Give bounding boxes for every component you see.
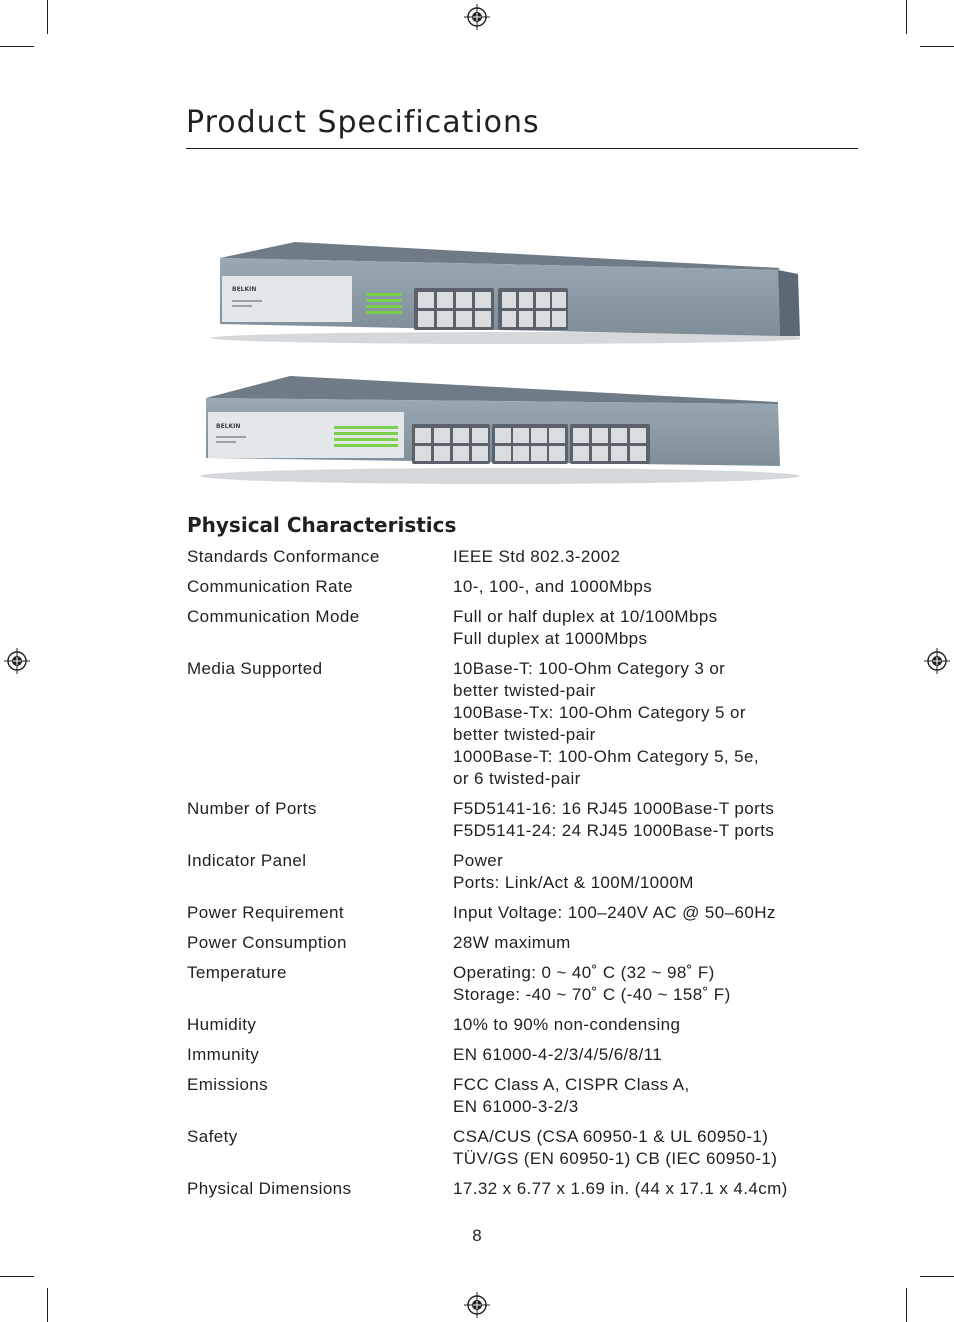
spec-value-line: Storage: -40 ~ 70˚ C (-40 ~ 158˚ F)	[453, 985, 731, 1004]
spec-value-line: better twisted-pair	[453, 725, 596, 744]
spec-value: 10Base-T: 100-Ohm Category 3 or better tw…	[453, 658, 867, 790]
spec-value: EN 61000-4-2/3/4/5/6/8/11	[453, 1044, 867, 1066]
spec-value: IEEE Std 802.3-2002	[453, 546, 867, 568]
product-photo: BELKIN BELKIN	[200, 242, 800, 484]
crop-mark	[0, 1276, 34, 1277]
spec-value-line: IEEE Std 802.3-2002	[453, 547, 621, 566]
spec-row: Power Consumption 28W maximum	[187, 932, 867, 954]
spec-value: Input Voltage: 100–240V AC @ 50–60Hz	[453, 902, 867, 924]
spec-value-line: TÜV/GS (EN 60950-1) CB (IEC 60950-1)	[453, 1149, 778, 1168]
spec-value-line: Full or half duplex at 10/100Mbps	[453, 607, 718, 626]
registration-mark-icon	[4, 648, 30, 674]
spec-value-line: 10Base-T: 100-Ohm Category 3 or	[453, 659, 726, 678]
crop-mark	[920, 46, 954, 47]
spec-row: Communication Rate 10-, 100-, and 1000Mbp…	[187, 576, 867, 598]
spec-value-line: Power	[453, 851, 504, 870]
spec-label: Physical Dimensions	[187, 1179, 352, 1198]
spec-row: Immunity EN 61000-4-2/3/4/5/6/8/11	[187, 1044, 867, 1066]
spec-row: Power Requirement Input Voltage: 100–240V…	[187, 902, 867, 924]
spec-label: Immunity	[187, 1045, 260, 1064]
spec-label: Communication Mode	[187, 607, 360, 626]
spec-label: Number of Ports	[187, 799, 317, 818]
spec-value-line: Ports: Link/Act & 100M/1000M	[453, 873, 694, 892]
switch-24-port: BELKIN	[200, 376, 800, 484]
spec-label: Safety	[187, 1127, 238, 1146]
spec-value-line: CSA/CUS (CSA 60950-1 & UL 60950-1)	[453, 1127, 769, 1146]
spec-value: 10-, 100-, and 1000Mbps	[453, 576, 867, 598]
spec-value: CSA/CUS (CSA 60950-1 & UL 60950-1) TÜV/GS…	[453, 1126, 867, 1170]
spec-value-line: Operating: 0 ~ 40˚ C (32 ~ 98˚ F)	[453, 963, 715, 982]
spec-value-line: 10-, 100-, and 1000Mbps	[453, 577, 653, 596]
spec-value-line: 100Base-Tx: 100-Ohm Category 5 or	[453, 703, 746, 722]
spec-label: Power Requirement	[187, 903, 345, 922]
spec-row: Humidity 10% to 90% non-condensing	[187, 1014, 867, 1036]
title-divider	[186, 148, 858, 149]
spec-value: FCC Class A, CISPR Class A, EN 61000-3-2/…	[453, 1074, 867, 1118]
spec-value-line: Input Voltage: 100–240V AC @ 50–60Hz	[453, 903, 776, 922]
spec-value-line: 17.32 x 6.77 x 1.69 in. (44 x 17.1 x 4.4…	[453, 1179, 788, 1198]
spec-value-line: 1000Base-T: 100-Ohm Category 5, 5e,	[453, 747, 759, 766]
spec-value-line: EN 61000-4-2/3/4/5/6/8/11	[453, 1045, 663, 1064]
spec-row: Emissions FCC Class A, CISPR Class A, EN 6…	[187, 1074, 867, 1118]
spec-value-line: better twisted-pair	[453, 681, 596, 700]
spec-value: Operating: 0 ~ 40˚ C (32 ~ 98˚ F) Storage…	[453, 962, 867, 1006]
spec-row: Communication Mode Full or half duplex at…	[187, 606, 867, 650]
crop-mark	[47, 0, 48, 34]
spec-value-line: EN 61000-3-2/3	[453, 1097, 579, 1116]
spec-value: 17.32 x 6.77 x 1.69 in. (44 x 17.1 x 4.4…	[453, 1178, 867, 1200]
spec-label: Humidity	[187, 1015, 257, 1034]
spec-label: Communication Rate	[187, 577, 353, 596]
crop-mark	[906, 1288, 907, 1322]
spec-table: Standards Conformance IEEE Std 802.3-2002…	[187, 546, 867, 1208]
crop-mark	[47, 1288, 48, 1322]
page-number: 8	[472, 1226, 482, 1245]
spec-label: Standards Conformance	[187, 547, 380, 566]
registration-mark-icon	[924, 648, 950, 674]
brand-label: BELKIN	[232, 286, 256, 293]
spec-label: Emissions	[187, 1075, 269, 1094]
spec-value-line: 10% to 90% non-condensing	[453, 1015, 681, 1034]
spec-value-line: Full duplex at 1000Mbps	[453, 629, 648, 648]
spec-label: Power Consumption	[187, 933, 347, 952]
crop-mark	[906, 0, 907, 34]
spec-value: 28W maximum	[453, 932, 867, 954]
spec-row: Temperature Operating: 0 ~ 40˚ C (32 ~ 98…	[187, 962, 867, 1006]
spec-value-line: or 6 twisted-pair	[453, 769, 581, 788]
spec-row: Media Supported 10Base-T: 100-Ohm Categor…	[187, 658, 867, 790]
spec-value: 10% to 90% non-condensing	[453, 1014, 867, 1036]
spec-label: Media Supported	[187, 659, 323, 678]
section-heading: Physical Characteristics	[187, 513, 457, 537]
switch-16-port: BELKIN	[210, 242, 800, 344]
page-title: Product Specifications	[186, 105, 540, 140]
spec-value-line: F5D5141-16: 16 RJ45 1000Base-T ports	[453, 799, 775, 818]
crop-mark	[0, 46, 34, 47]
crop-mark	[920, 1276, 954, 1277]
spec-label: Temperature	[187, 963, 287, 982]
spec-value-line: FCC Class A, CISPR Class A,	[453, 1075, 690, 1094]
registration-mark-icon	[464, 1292, 490, 1318]
spec-value-line: F5D5141-24: 24 RJ45 1000Base-T ports	[453, 821, 775, 840]
spec-value-line: 28W maximum	[453, 933, 571, 952]
spec-row: Physical Dimensions 17.32 x 6.77 x 1.69 i…	[187, 1178, 867, 1200]
spec-row: Number of Ports F5D5141-16: 16 RJ45 1000B…	[187, 798, 867, 842]
spec-row: Standards Conformance IEEE Std 802.3-2002	[187, 546, 867, 568]
spec-row: Safety CSA/CUS (CSA 60950-1 & UL 60950-1)…	[187, 1126, 867, 1170]
spec-label: Indicator Panel	[187, 851, 307, 870]
brand-label: BELKIN	[216, 423, 240, 430]
registration-mark-icon	[464, 4, 490, 30]
